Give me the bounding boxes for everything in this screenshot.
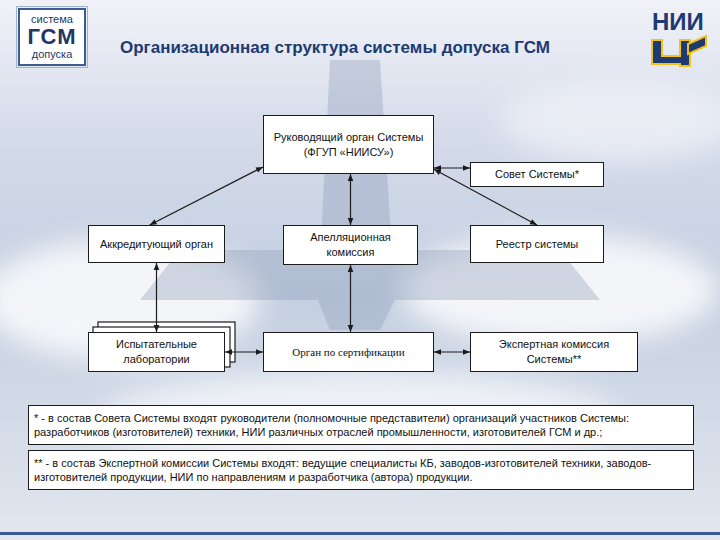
process-box: Аккредитующий орган [88, 225, 225, 263]
footnote-box: * - в состав Совета Системы входят руков… [28, 405, 694, 445]
node-text: Экспертная комиссия Системы** [477, 337, 631, 367]
node-text: Руководящий орган Системы (ФГУП «НИИСУ») [270, 130, 427, 160]
node-text: Апелляционная комиссия [290, 230, 411, 260]
clouds [0, 80, 720, 470]
connector-arrow [225, 351, 263, 352]
connector-arrow [156, 263, 157, 332]
node-text: Аккредитующий орган [100, 237, 213, 252]
process-box: Испытательные лаборатории [88, 332, 225, 372]
connector-arrow [150, 167, 263, 225]
footer-rule [0, 532, 720, 535]
node-text: Реестр системы [496, 237, 578, 252]
connector-arrow [350, 265, 351, 332]
node-text: ГСМ [27, 25, 76, 48]
page-title: Организационная структура системы допуск… [120, 38, 550, 58]
node-text: система [31, 14, 73, 26]
process-box: Орган по сертификации [263, 332, 434, 372]
connector-arrow [434, 167, 470, 168]
process-box: Экспертная комиссия Системы** [470, 332, 638, 372]
airplane-silhouette [140, 60, 600, 330]
node-text: допуска [32, 49, 73, 61]
node-text: * - в состав Совета Системы входят руков… [34, 411, 688, 439]
connector-arrow [350, 174, 351, 225]
footnote-box: ** - в состав Экспертной комиссии Систем… [28, 450, 694, 490]
process-box: Апелляционная комиссия [283, 225, 418, 265]
process-box: Руководящий орган Системы (ФГУП «НИИСУ») [263, 115, 434, 174]
logo-text: НИИ [652, 8, 704, 36]
node-text: Орган по сертификации [292, 345, 404, 360]
nii-logo-symbol [652, 36, 706, 66]
process-box: Реестр системы [470, 225, 604, 263]
node-text: ** - в состав Экспертной комиссии Систем… [34, 456, 688, 484]
connector-arrow [434, 351, 470, 352]
process-box: Совет Системы* [470, 162, 604, 187]
node-text: Испытательные лаборатории [95, 337, 218, 367]
node-text: Совет Системы* [495, 167, 579, 182]
system-logo: системаГСМдопуска [18, 8, 86, 66]
